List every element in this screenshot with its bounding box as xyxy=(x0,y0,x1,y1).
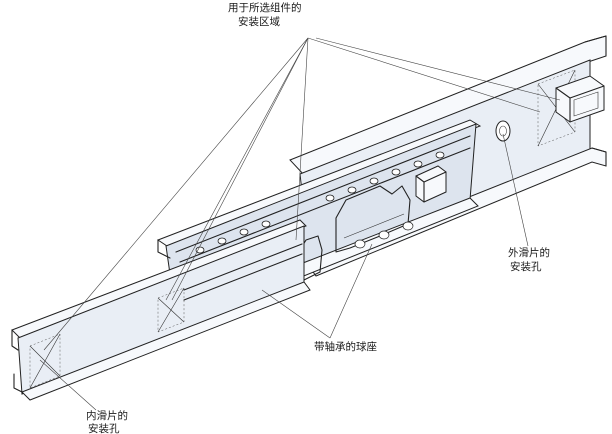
label-ball-cage: 带轴承的球座 xyxy=(314,340,377,353)
svg-text:外滑片的: 外滑片的 xyxy=(508,246,550,259)
middle-rail-clip xyxy=(415,165,447,203)
rail-end-bracket xyxy=(555,75,605,123)
svg-text:安装孔: 安装孔 xyxy=(88,422,120,434)
svg-text:内滑片的: 内滑片的 xyxy=(86,409,128,422)
leader-lines xyxy=(39,37,561,411)
upper-ball-row xyxy=(175,135,471,263)
inner-rail xyxy=(11,219,311,401)
label-mounting-area: 用于所选组件的 安装区域 xyxy=(228,1,302,28)
svg-text:安装区域: 安装区域 xyxy=(238,15,280,28)
svg-text:安装孔: 安装孔 xyxy=(510,260,542,273)
label-inner-slide-holes: 内滑片的 安装孔 xyxy=(86,409,128,434)
svg-text:用于所选组件的: 用于所选组件的 xyxy=(228,1,302,14)
outer-slide-mounting-hole xyxy=(495,120,511,142)
svg-text:带轴承的球座: 带轴承的球座 xyxy=(314,340,377,353)
label-outer-slide-holes: 外滑片的 安装孔 xyxy=(508,246,550,273)
